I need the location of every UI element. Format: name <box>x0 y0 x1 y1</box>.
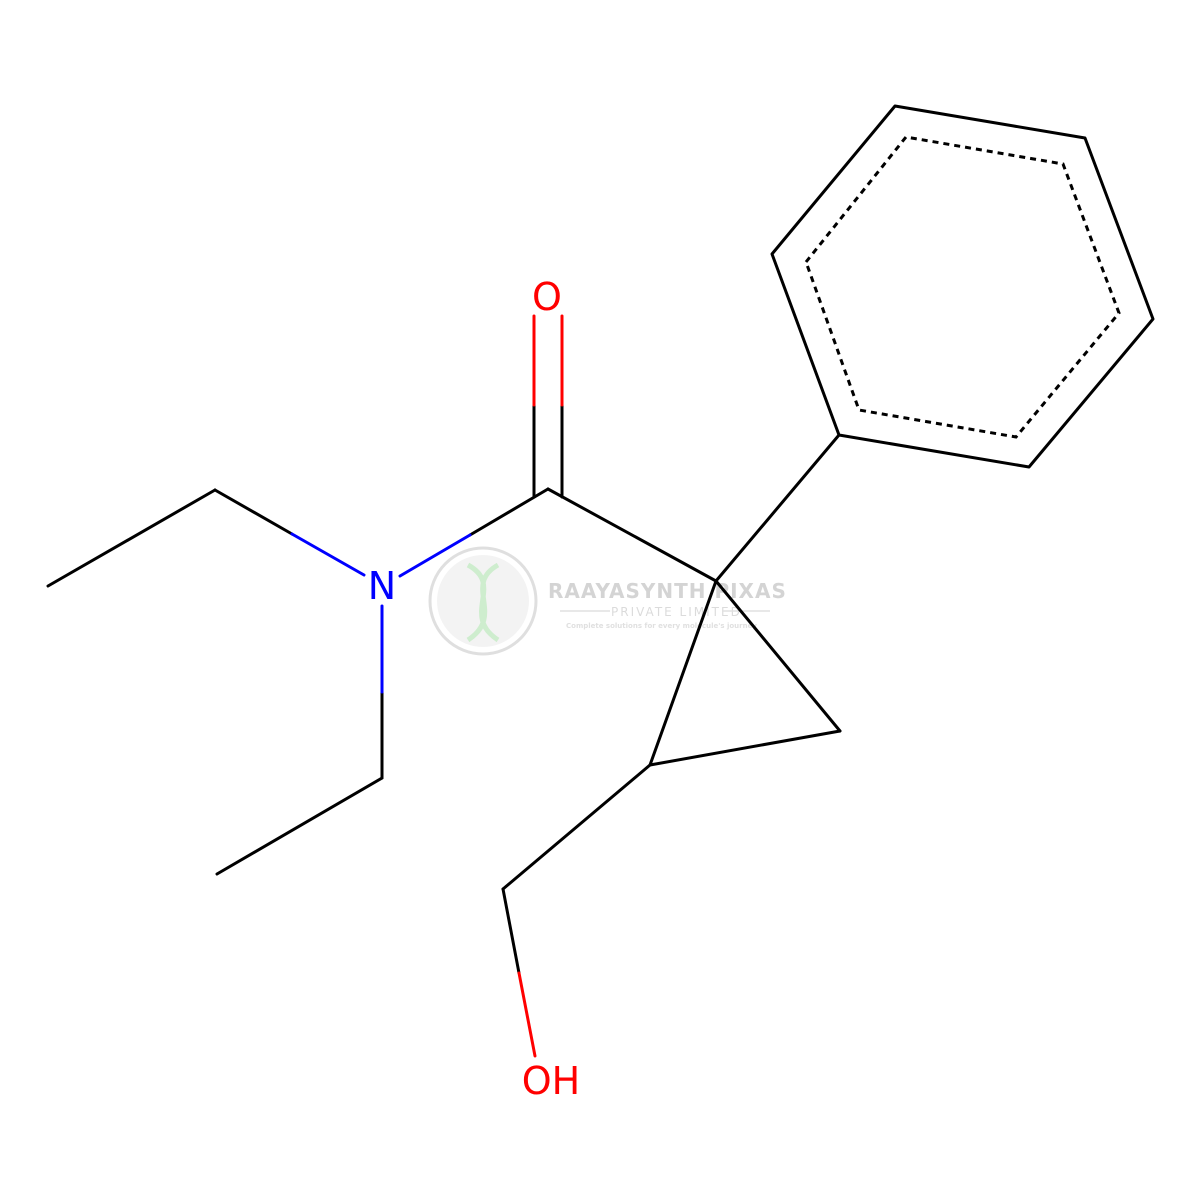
bond-carbonyl-cq <box>546 487 718 583</box>
bond-cyclopropane-b <box>648 729 842 767</box>
bond-cq-phenyl <box>714 433 841 583</box>
bond-ch2-o-half <box>501 887 521 975</box>
heteroatom-bonds <box>290 314 564 1058</box>
atom-label-hydroxyl: OH <box>522 1059 580 1103</box>
dna-helix-icon <box>466 562 500 643</box>
bond-ethyl1-ch3 <box>46 488 217 588</box>
watermark-tagline: Complete solutions for every molecule's … <box>566 622 757 630</box>
watermark-logo-ring <box>428 546 538 656</box>
aromatic-circle <box>804 135 1121 439</box>
bond-ch2-o-red <box>517 971 537 1058</box>
watermark-subtitle: PRIVATE LIMITED <box>611 605 742 619</box>
bond-ring-ch2 <box>501 763 652 891</box>
bond-n-ethyl1-blue <box>290 532 366 577</box>
bond-cyclopropane-c <box>648 579 718 767</box>
bond-ethyl1-ch2 <box>213 488 294 536</box>
aromatic-dashed-bonds <box>804 135 1121 439</box>
bond-ethyl2-ch3 <box>215 776 384 876</box>
bond-carbonyl-n-half <box>468 487 550 537</box>
atom-label-nitrogen: N <box>368 564 396 608</box>
bond-cyclopropane-a <box>714 579 842 733</box>
phenyl-ring <box>770 104 1155 469</box>
bond-n-carbonyl-blue <box>398 533 472 578</box>
carbon-bonds <box>46 104 1155 975</box>
watermark: RAAYASYNTH PIXAS PRIVATE LIMITED Complet… <box>428 546 787 656</box>
atom-label-oxygen-carbonyl: O <box>532 275 562 319</box>
watermark-title: RAAYASYNTH PIXAS <box>548 579 787 603</box>
